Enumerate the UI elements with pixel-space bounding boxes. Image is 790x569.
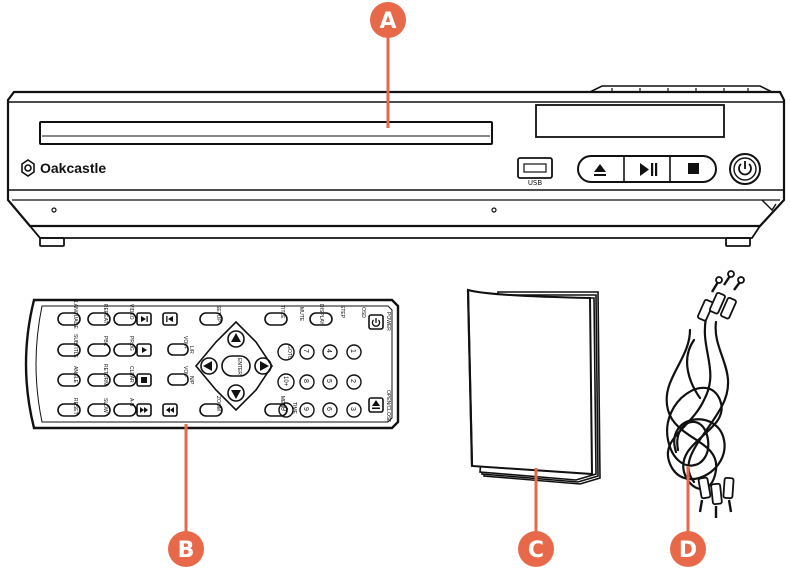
digit-2: 2 [349, 379, 356, 383]
display-key-label: DISPLAY [318, 304, 324, 325]
av-cable [665, 316, 730, 491]
vol-up-key-label: VOL+ [182, 336, 188, 349]
digit-0: 0 [281, 407, 288, 411]
digit-6: 6 [325, 407, 332, 411]
return-key-label: RETURN [102, 364, 108, 385]
slow-key-label: SLOW [102, 398, 108, 413]
usb-port-label: USB [528, 179, 543, 187]
callout-b-label: B [178, 538, 195, 563]
video-key-label: VIDEO [128, 304, 134, 320]
remote-dpad [194, 320, 273, 412]
prog-key-label: PROG [128, 336, 134, 351]
player-button-glyphs [594, 161, 752, 176]
mute-key-label: MUTE [298, 307, 304, 322]
digit-3: 3 [349, 407, 356, 411]
play-pause-icon [640, 163, 658, 176]
eject-icon [594, 164, 606, 176]
menu-key-label: MENU [279, 396, 285, 411]
callout-a-label: A [379, 9, 396, 34]
language-key-label: LANGUAGE [72, 301, 78, 329]
digit-7: 7 [302, 349, 309, 353]
setup-key-label: SETUP [215, 305, 221, 322]
remote-transport-buttons [136, 312, 178, 417]
digit-8: 8 [302, 379, 309, 383]
angle-key-label: ANGLE [72, 366, 78, 384]
instruction-booklet [466, 288, 601, 485]
callout-c: C [518, 468, 554, 567]
stop-icon [688, 163, 699, 174]
callout-a: A [370, 2, 406, 128]
title-key-label: TITLE [279, 305, 285, 319]
ab-key-label: A-B [128, 398, 134, 407]
digit-9: 9 [302, 407, 309, 411]
dvd-player [6, 85, 786, 247]
osd-key-label: OSD [360, 307, 366, 318]
lr-key-label: L/R [188, 346, 194, 354]
repeat-key-label: REPEAT [102, 304, 108, 324]
rca-plugs-top [697, 270, 745, 322]
callout-d: D [670, 466, 706, 567]
enter-key-label: ENTER [236, 358, 242, 375]
power-icon [738, 161, 752, 176]
callout-c-label: C [528, 538, 544, 563]
ten-plus-key-label: 10+ [282, 376, 288, 387]
power-key-label: POWER [385, 312, 391, 331]
vol-down-key-label: VOL- [182, 366, 188, 378]
clear-key-label: CLEAR [128, 366, 134, 383]
callout-b: B [168, 424, 204, 567]
remote-number-pad [277, 343, 362, 418]
remote-pill-buttons [57, 312, 333, 417]
digit-5: 5 [325, 379, 332, 383]
brand-name: Oakcastle [40, 160, 106, 176]
time-key-label: TIME [291, 402, 297, 415]
digit-4: 4 [325, 349, 332, 353]
subtitle-key-label: SUBTITLE [72, 334, 78, 359]
pbc-key-label: PBC [102, 336, 108, 347]
digit-1: 1 [349, 349, 356, 353]
reset-key-label: RESET [72, 398, 78, 415]
open-close-key-label: OPEN/CLOSE [385, 390, 391, 423]
goto-key-label: GOTO [286, 345, 292, 360]
remote-glyphs [140, 316, 380, 413]
remote-power-icon [371, 318, 381, 327]
np-key-label: N/P [188, 376, 194, 385]
remote-control [24, 298, 400, 430]
step-key-label: STEP [339, 305, 345, 319]
rca-plugs-bottom [697, 476, 735, 518]
remote-labels: LANGUAGE REPEAT VIDEO SUBTITLE PBC PROG … [72, 301, 391, 423]
zoom-key-label: ZOOM [215, 396, 221, 411]
oakcastle-logo-icon [21, 159, 35, 177]
callout-d-label: D [679, 538, 697, 563]
